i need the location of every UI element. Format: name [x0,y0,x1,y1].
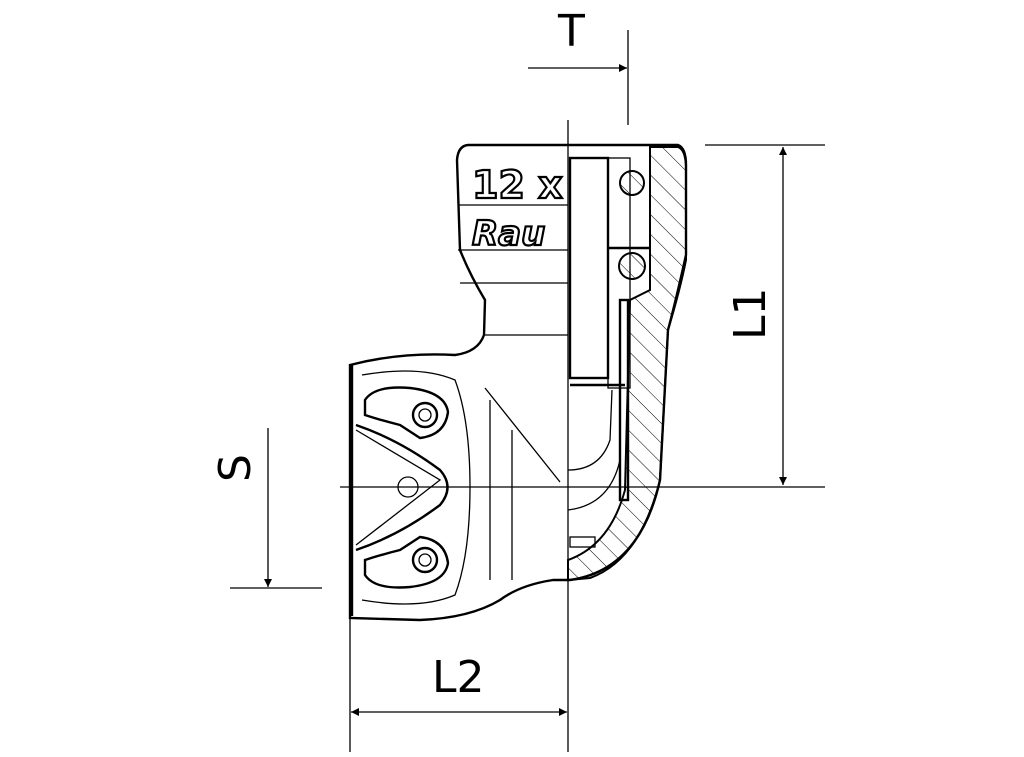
dimension-l2: L2 [349,612,567,752]
elbow-fitting: 12 x Rau [348,143,688,622]
dimension-l2-label: L2 [432,652,485,703]
dimension-l1-label: L1 [725,287,776,340]
dimension-s: S [210,428,322,589]
brand-marking: Rau [472,214,545,254]
centerlines [340,120,825,752]
dimension-l1: L1 [705,144,825,485]
size-marking: 12 x [472,163,563,207]
dimension-t: T [528,6,629,125]
dimension-s-label: S [210,454,261,482]
dimension-t-label: T [557,6,585,57]
